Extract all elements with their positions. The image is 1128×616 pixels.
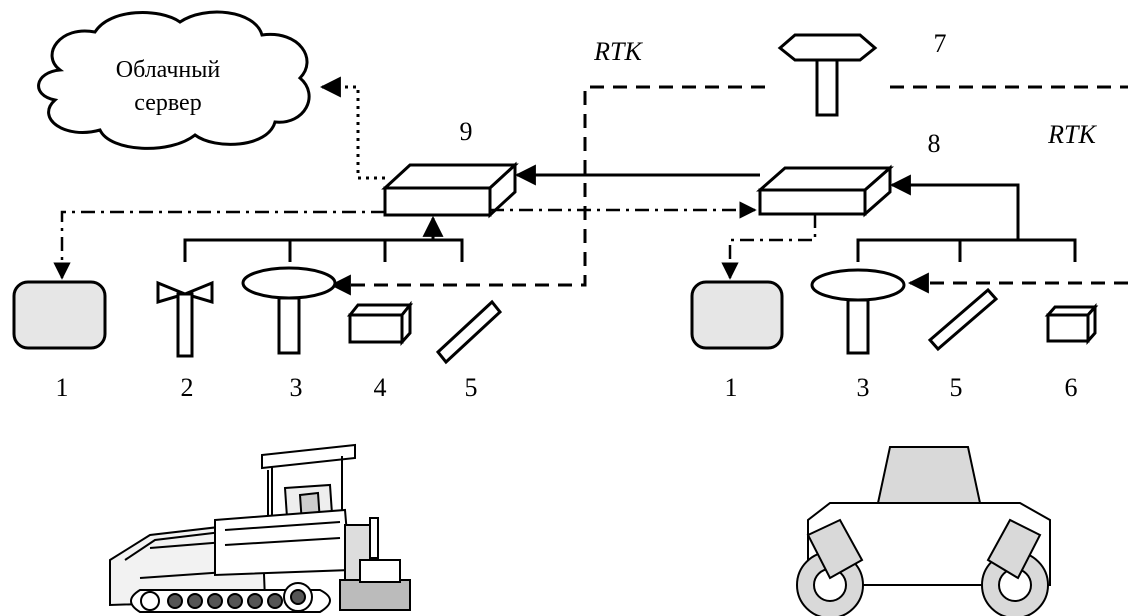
label-8: 8 (928, 129, 941, 158)
label-right-5: 5 (950, 373, 963, 402)
link-8-to-display-1 (730, 214, 815, 278)
rtk-label-right: RTK (1047, 120, 1097, 149)
label-left-2: 2 (181, 373, 194, 402)
left-gnss-antenna (243, 268, 335, 353)
controller-8 (760, 168, 890, 214)
label-right-6: 6 (1065, 373, 1078, 402)
label-left-3: 3 (290, 373, 303, 402)
rtk-base-station (780, 35, 875, 115)
label-right-3: 3 (857, 373, 870, 402)
left-sensor-5 (438, 302, 500, 362)
right-gnss-antenna (812, 270, 904, 353)
label-right-1: 1 (725, 373, 738, 402)
left-wind-sensor (158, 283, 212, 356)
asphalt-paver-illustration (110, 445, 410, 612)
cloud-server: Облачный сервер (39, 12, 310, 148)
label-9: 9 (460, 117, 473, 146)
label-left-5: 5 (465, 373, 478, 402)
label-left-4: 4 (374, 373, 387, 402)
left-display-device (14, 282, 105, 348)
roller-illustration (797, 447, 1050, 616)
label-left-1: 1 (56, 373, 69, 402)
cloud-label-line1: Облачный (116, 57, 221, 83)
label-7: 7 (934, 29, 947, 58)
left-sensor-bus (185, 240, 462, 262)
link-9-to-display-1 (62, 212, 385, 278)
right-sensor-5 (930, 290, 996, 349)
left-module-4 (350, 305, 410, 342)
rtk-label-left: RTK (593, 37, 643, 66)
right-sensor-bus (858, 185, 1075, 262)
right-display-device (692, 282, 782, 348)
controller-9 (385, 165, 515, 215)
right-module-6 (1048, 307, 1095, 341)
cloud-label-line2: сервер (134, 90, 201, 116)
cloud-uplink (322, 87, 385, 178)
